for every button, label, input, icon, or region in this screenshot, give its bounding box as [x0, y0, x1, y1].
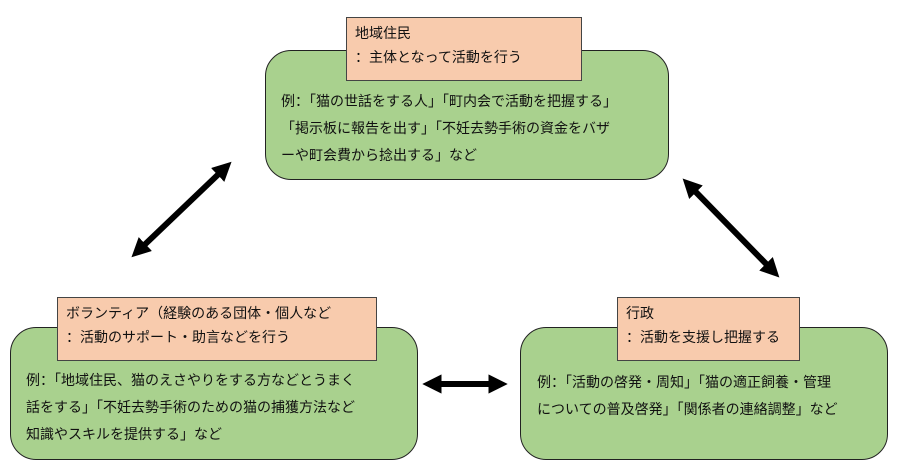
residents-line-1: 例：「猫の世話をする人」「町内会で活動を把握する」: [281, 94, 617, 110]
government-line-2: についての普及啓発」「関係者の連絡調整」など: [537, 402, 838, 418]
residents-title: 地域住民: [355, 26, 411, 42]
residents-examples: 例：「猫の世話をする人」「町内会で活動を把握する」 「掲示板に報告を出す」「不妊…: [281, 89, 617, 170]
government-role: ：活動を支援し把握する: [626, 330, 780, 346]
government-label: 行政 ：活動を支援し把握する: [617, 297, 800, 361]
volunteers-role: ：活動のサポート・助言などを行う: [66, 330, 290, 346]
residents-line-2: 「掲示板に報告を出す」「不妊去勢手術の資金をバザ: [281, 121, 610, 137]
government-title: 行政: [626, 306, 654, 322]
government-examples: 例：「活動の啓発・周知」「猫の適正飼養・管理 についての普及啓発」「関係者の連絡…: [537, 370, 838, 424]
residents-label: 地域住民 ：主体となって活動を行う: [346, 17, 582, 81]
volunteers-label: ボランティア（経験のある団体・個人など ：活動のサポート・助言などを行う: [57, 297, 377, 361]
volunteers-line-1: 例：「地域住民、猫のえさやりをする方などとうまく: [26, 373, 355, 389]
residents-line-3: ーや町会費から捻出する」など: [281, 148, 477, 164]
residents-role: ：主体となって活動を行う: [355, 50, 522, 66]
government-line-1: 例：「活動の啓発・周知」「猫の適正飼養・管理: [537, 375, 831, 391]
arrow-residents-volunteers: [131, 161, 232, 258]
volunteers-examples: 例：「地域住民、猫のえさやりをする方などとうまく 話をする」「不妊去勢手術のため…: [26, 368, 355, 449]
arrow-residents-government: [682, 178, 780, 278]
volunteers-line-3: 知識やスキルを提供する」など: [26, 427, 222, 443]
volunteers-line-2: 話をする」「不妊去勢手術のための猫の捕獲方法など: [26, 400, 355, 416]
volunteers-title: ボランティア（経験のある団体・個人など: [66, 306, 332, 322]
